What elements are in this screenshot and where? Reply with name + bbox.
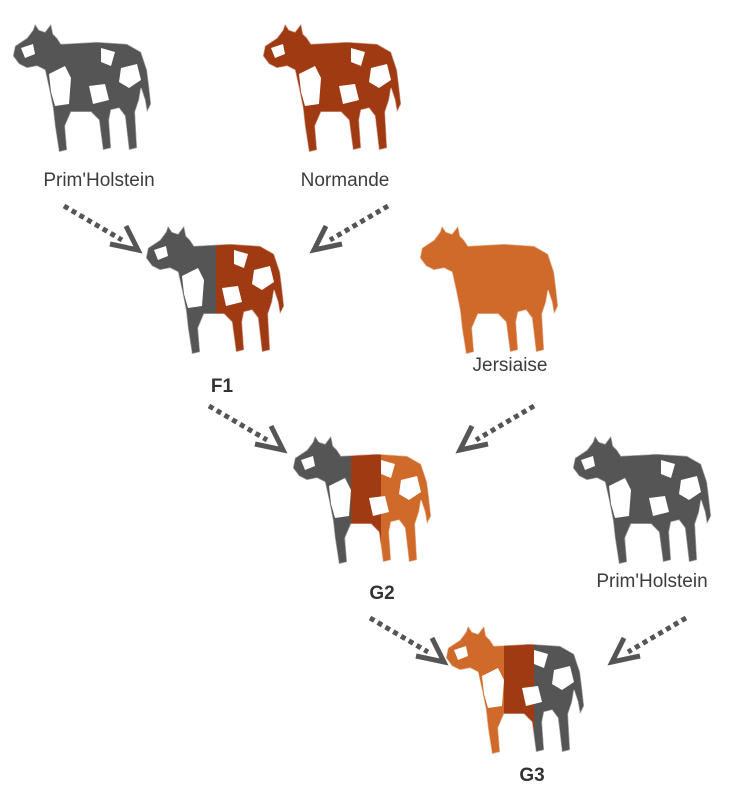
label-prim-holstein-parent-2: Prim'Holstein: [596, 571, 707, 593]
label-jersiaise: Jersiaise: [473, 355, 548, 377]
g2-cow-icon: [285, 420, 435, 570]
prim-holstein-cow-icon: [5, 8, 155, 158]
arrow-holstein-to-g3-icon: [600, 612, 690, 672]
arrow-g2-to-g3-icon: [366, 612, 456, 672]
arrow-jersiaise-to-g2-icon: [448, 400, 538, 460]
arrow-holstein-to-f1-icon: [60, 200, 150, 260]
label-g2: G2: [369, 583, 394, 605]
normande-cow-icon: [255, 8, 405, 158]
label-prim-holstein-parent-1: Prim'Holstein: [43, 170, 154, 192]
f1-cow-icon: [138, 210, 288, 360]
arrow-f1-to-g2-icon: [205, 400, 295, 460]
label-f1: F1: [211, 376, 233, 398]
jersiaise-cow-icon: [412, 210, 562, 360]
label-normande: Normande: [301, 170, 390, 192]
label-g3: G3: [519, 765, 544, 787]
g3-cow-icon: [438, 610, 588, 760]
arrow-normande-to-f1-icon: [302, 200, 392, 260]
prim-holstein-cow-icon-2: [565, 420, 715, 570]
